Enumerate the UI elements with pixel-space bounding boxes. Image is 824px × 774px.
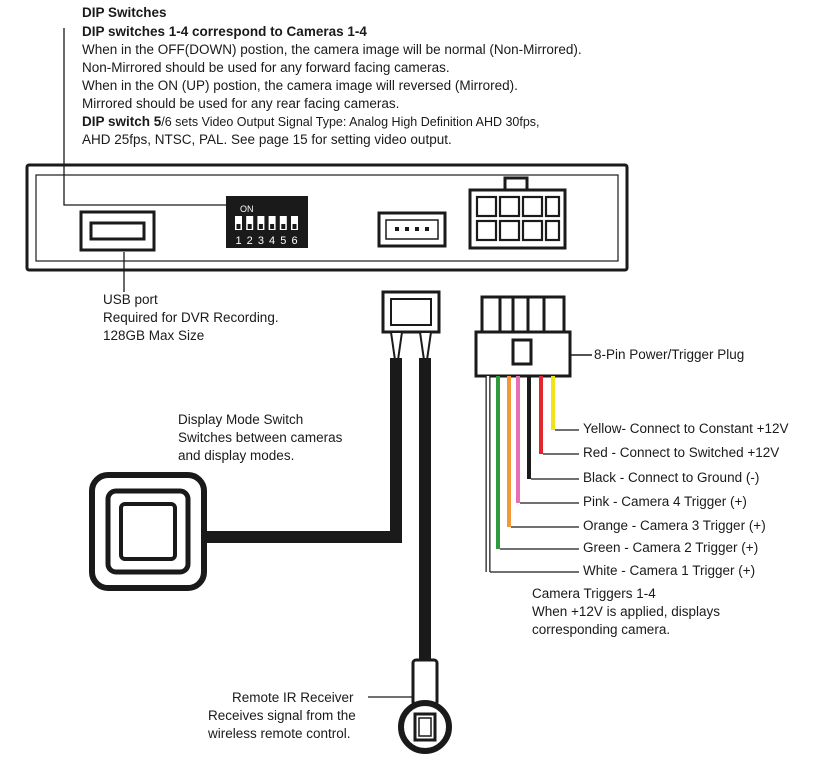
triggers-title: Camera Triggers 1-4 [532, 586, 656, 601]
dip-line-4: When in the ON (UP) postion, the camera … [82, 78, 518, 93]
display-mode-switch-icon [89, 472, 207, 591]
dip-line-5: Mirrored should be used for any rear fac… [82, 96, 400, 111]
dip-switch-slot [235, 216, 242, 230]
plug-label: 8-Pin Power/Trigger Plug [594, 347, 745, 362]
dip-switch-number: 4 [269, 235, 275, 247]
ir-receiver-icon [398, 658, 452, 754]
dip-switch-number: 2 [247, 235, 253, 247]
dip-line-3: Non-Mirrored should be used for any forw… [82, 60, 450, 75]
wire-label: Pink - Camera 4 Trigger (+) [583, 494, 747, 509]
dip-switch-slot [257, 216, 265, 230]
triggers-line-2: corresponding camera. [532, 622, 671, 637]
triggers-line-1: When +12V is applied, displays [532, 604, 720, 619]
display-switch-line-2: and display modes. [178, 448, 295, 463]
dip-line-6: DIP switch 5/6 sets Video Output Signal … [82, 113, 540, 131]
usb-line-2: 128GB Max Size [103, 328, 205, 343]
display-switch-port-icon [377, 211, 447, 248]
dip-switch-slot [246, 216, 254, 230]
dip-line-7: AHD 25fps, NTSC, PAL. See page 15 for se… [82, 132, 452, 147]
dip-leader-line [63, 28, 226, 206]
ir-title: Remote IR Receiver [232, 690, 354, 705]
wire-label: Red - Connect to Switched +12V [583, 445, 780, 460]
wire-label: Yellow- Connect to Constant +12V [583, 421, 789, 436]
dip-switch-number: 6 [291, 235, 297, 247]
dip-line-6-bold: DIP switch 5 [82, 114, 162, 129]
dip-switch-toggle [270, 224, 275, 229]
dip-line-1: DIP switches 1-4 correspond to Cameras 1… [82, 23, 367, 41]
usb-line-1: Required for DVR Recording. [103, 310, 279, 325]
dip-switch-slot [268, 216, 276, 230]
wire-label: Black - Connect to Ground (-) [583, 470, 760, 485]
ir-line-1: Receives signal from the [208, 708, 356, 723]
dip-switch-number: 1 [235, 235, 241, 247]
wire-label: Orange - Camera 3 Trigger (+) [583, 518, 766, 533]
dip-switch-number: 5 [280, 235, 286, 247]
trigger-wires [485, 376, 579, 573]
display-switch-harness [200, 290, 441, 662]
dip-switch-toggle [258, 224, 263, 229]
dip-switch-toggle [247, 224, 252, 229]
dip-heading: DIP Switches [82, 5, 167, 20]
wire-label: White - Camera 1 Trigger (+) [583, 563, 756, 578]
dip-line-2: When in the OFF(DOWN) postion, the camer… [82, 42, 582, 57]
power-socket-icon [468, 176, 567, 250]
power-plug-icon [474, 295, 572, 378]
display-switch-line-1: Switches between cameras [178, 430, 343, 445]
dip-switch-slot [291, 216, 298, 230]
usb-title: USB port [103, 292, 158, 307]
wire-label: Green - Camera 2 Trigger (+) [583, 540, 759, 555]
dip-switch-toggle [281, 224, 286, 229]
usb-port-icon [79, 210, 156, 252]
dip-on-label: ON [240, 204, 254, 214]
dip-switch-slot [279, 216, 287, 230]
dip-line-1-text: DIP switches 1-4 correspond to Cameras 1… [82, 24, 367, 39]
dip-switch-toggle [236, 224, 241, 229]
display-switch-title: Display Mode Switch [178, 412, 304, 427]
dip-switch-number: 3 [258, 235, 264, 247]
ir-line-2: wireless remote control. [208, 726, 351, 741]
dip-line-6-rest: /6 sets Video Output Signal Type: Analog… [161, 115, 540, 129]
dip-switch-toggle [292, 224, 297, 229]
